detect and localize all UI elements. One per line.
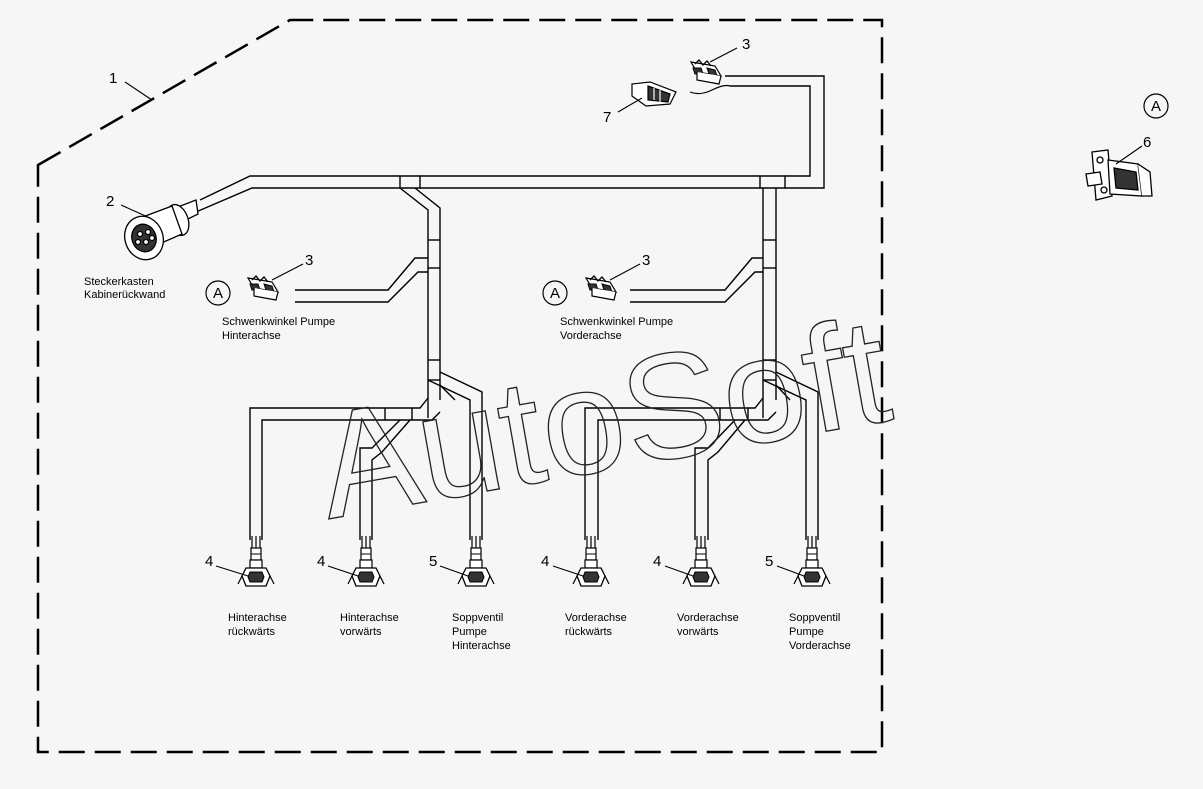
svg-text:rückwärts: rückwärts bbox=[228, 626, 276, 638]
reference-marker-a: A bbox=[542, 280, 568, 306]
svg-text:rückwärts: rückwärts bbox=[565, 626, 613, 638]
callout-4-a: 4 bbox=[205, 553, 213, 570]
svg-text:Schwenkwinkel Pumpe: Schwenkwinkel Pumpe bbox=[560, 316, 673, 328]
label-hinterachse-rueckwaerts: Hinterachse rückwärts bbox=[228, 612, 287, 638]
svg-text:Schwenkwinkel Pumpe: Schwenkwinkel Pumpe bbox=[222, 316, 335, 328]
svg-text:Vorderachse: Vorderachse bbox=[560, 330, 622, 342]
callout-3-right: 3 bbox=[642, 252, 650, 269]
svg-text:Hinterachse: Hinterachse bbox=[222, 330, 281, 342]
harness-boundary bbox=[36, 18, 884, 754]
callout-1: 1 bbox=[109, 70, 117, 87]
svg-text:Vorderachse: Vorderachse bbox=[565, 612, 627, 624]
svg-text:Hinterachse: Hinterachse bbox=[228, 612, 287, 624]
connector-7-icon bbox=[631, 81, 731, 107]
svg-text:Pumpe: Pumpe bbox=[789, 626, 824, 638]
callout-4-c: 4 bbox=[541, 553, 549, 570]
svg-text:A: A bbox=[550, 285, 560, 302]
svg-text:Vorderachse: Vorderachse bbox=[789, 640, 851, 652]
svg-text:A: A bbox=[213, 285, 223, 302]
callout-7: 7 bbox=[603, 109, 611, 126]
svg-text:Soppventil: Soppventil bbox=[452, 612, 503, 624]
callout-5-a: 5 bbox=[429, 553, 437, 570]
reference-marker-a: A bbox=[205, 280, 231, 306]
callout-6: 6 bbox=[1143, 134, 1151, 151]
svg-text:Vorderachse: Vorderachse bbox=[677, 612, 739, 624]
svg-text:Steckerkasten: Steckerkasten bbox=[84, 276, 154, 288]
plug-connector-icon bbox=[690, 59, 722, 85]
callout-4-d: 4 bbox=[653, 553, 661, 570]
speed-sensor-icon bbox=[237, 535, 275, 587]
callout-3-left: 3 bbox=[305, 252, 313, 269]
svg-text:vorwärts: vorwärts bbox=[340, 626, 382, 638]
label-soppventil-vorderachse: Soppventil Pumpe Vorderachse bbox=[789, 612, 851, 652]
speed-sensor-icon bbox=[682, 535, 720, 587]
svg-text:Pumpe: Pumpe bbox=[452, 626, 487, 638]
label-schwenkwinkel-vorderachse: Schwenkwinkel Pumpe Vorderachse bbox=[560, 316, 673, 342]
svg-text:Hinterachse: Hinterachse bbox=[340, 612, 399, 624]
main-harness bbox=[195, 75, 825, 540]
sensor-6-icon bbox=[1085, 149, 1153, 201]
callout-2: 2 bbox=[106, 193, 114, 210]
label-vorderachse-rueckwaerts: Vorderachse rückwärts bbox=[565, 612, 627, 638]
label-vorderachse-vorwaerts: Vorderachse vorwärts bbox=[677, 612, 739, 638]
callout-4-b: 4 bbox=[317, 553, 325, 570]
label-soppventil-hinterachse: Soppventil Pumpe Hinterachse bbox=[452, 612, 511, 652]
svg-text:Hinterachse: Hinterachse bbox=[452, 640, 511, 652]
callout-3-top: 3 bbox=[742, 36, 750, 53]
svg-text:vorwärts: vorwärts bbox=[677, 626, 719, 638]
reference-marker-a: A bbox=[1143, 93, 1169, 119]
round-connector-icon bbox=[123, 199, 199, 261]
speed-sensor-icon bbox=[572, 535, 610, 587]
solenoid-valve-icon bbox=[793, 535, 831, 587]
label-schwenkwinkel-hinterachse: Schwenkwinkel Pumpe Hinterachse bbox=[222, 316, 335, 342]
callout-5-b: 5 bbox=[765, 553, 773, 570]
leader-lines bbox=[120, 47, 1143, 577]
label-steckerkasten: Steckerkasten Kabinerückwand bbox=[84, 276, 165, 301]
svg-text:Soppventil: Soppventil bbox=[789, 612, 840, 624]
svg-text:Kabinerückwand: Kabinerückwand bbox=[84, 289, 165, 301]
solenoid-valve-icon bbox=[457, 535, 495, 587]
label-hinterachse-vorwaerts: Hinterachse vorwärts bbox=[340, 612, 399, 638]
svg-text:A: A bbox=[1151, 98, 1161, 115]
